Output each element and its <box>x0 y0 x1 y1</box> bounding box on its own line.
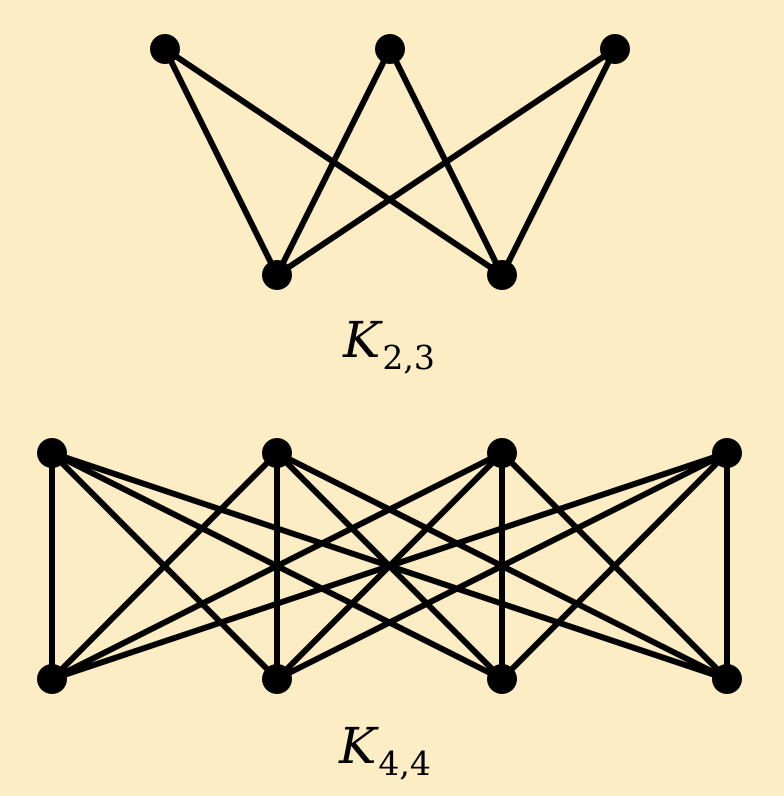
graph-label-symbol: K <box>339 717 377 775</box>
k44-vertex-top-2 <box>262 438 292 468</box>
k23-vertex-top-1 <box>150 34 180 64</box>
k44-vertex-top-4 <box>712 438 742 468</box>
k44-vertex-top-1 <box>37 438 67 468</box>
k44-vertex-bottom-4 <box>712 664 742 694</box>
k23-vertex-bottom-2 <box>487 260 517 290</box>
k44-edge-t4-b2 <box>274 450 730 682</box>
k44-edge-t3-b1 <box>49 450 505 682</box>
k44-vertex-top-3 <box>487 438 517 468</box>
graph-label-symbol: K <box>343 311 381 369</box>
k44-edge-t4-b1 <box>49 450 730 682</box>
k23-edge-t3-b2 <box>499 46 618 278</box>
k23-vertex-bottom-1 <box>262 260 292 290</box>
graph-label-subscript: 2,3 <box>382 338 435 377</box>
k23-edge-t2-b1 <box>274 46 393 278</box>
graph-k44 <box>37 438 742 694</box>
graph-label-k44: K4,4 <box>339 721 431 780</box>
k44-vertex-bottom-3 <box>487 664 517 694</box>
k23-vertex-top-2 <box>375 34 405 64</box>
graph-label-subscript: 4,4 <box>378 744 431 783</box>
graph-k23 <box>150 34 630 290</box>
k44-vertex-bottom-2 <box>262 664 292 694</box>
k23-edge-t3-b1 <box>274 46 618 278</box>
k44-edge-t4-b3 <box>499 450 730 682</box>
k44-edge-t2-b1 <box>49 450 280 682</box>
k44-vertex-bottom-1 <box>37 664 67 694</box>
graph-label-k23: K2,3 <box>343 315 435 374</box>
k23-vertex-top-3 <box>600 34 630 64</box>
k23-edge-t1-b1 <box>162 46 280 278</box>
